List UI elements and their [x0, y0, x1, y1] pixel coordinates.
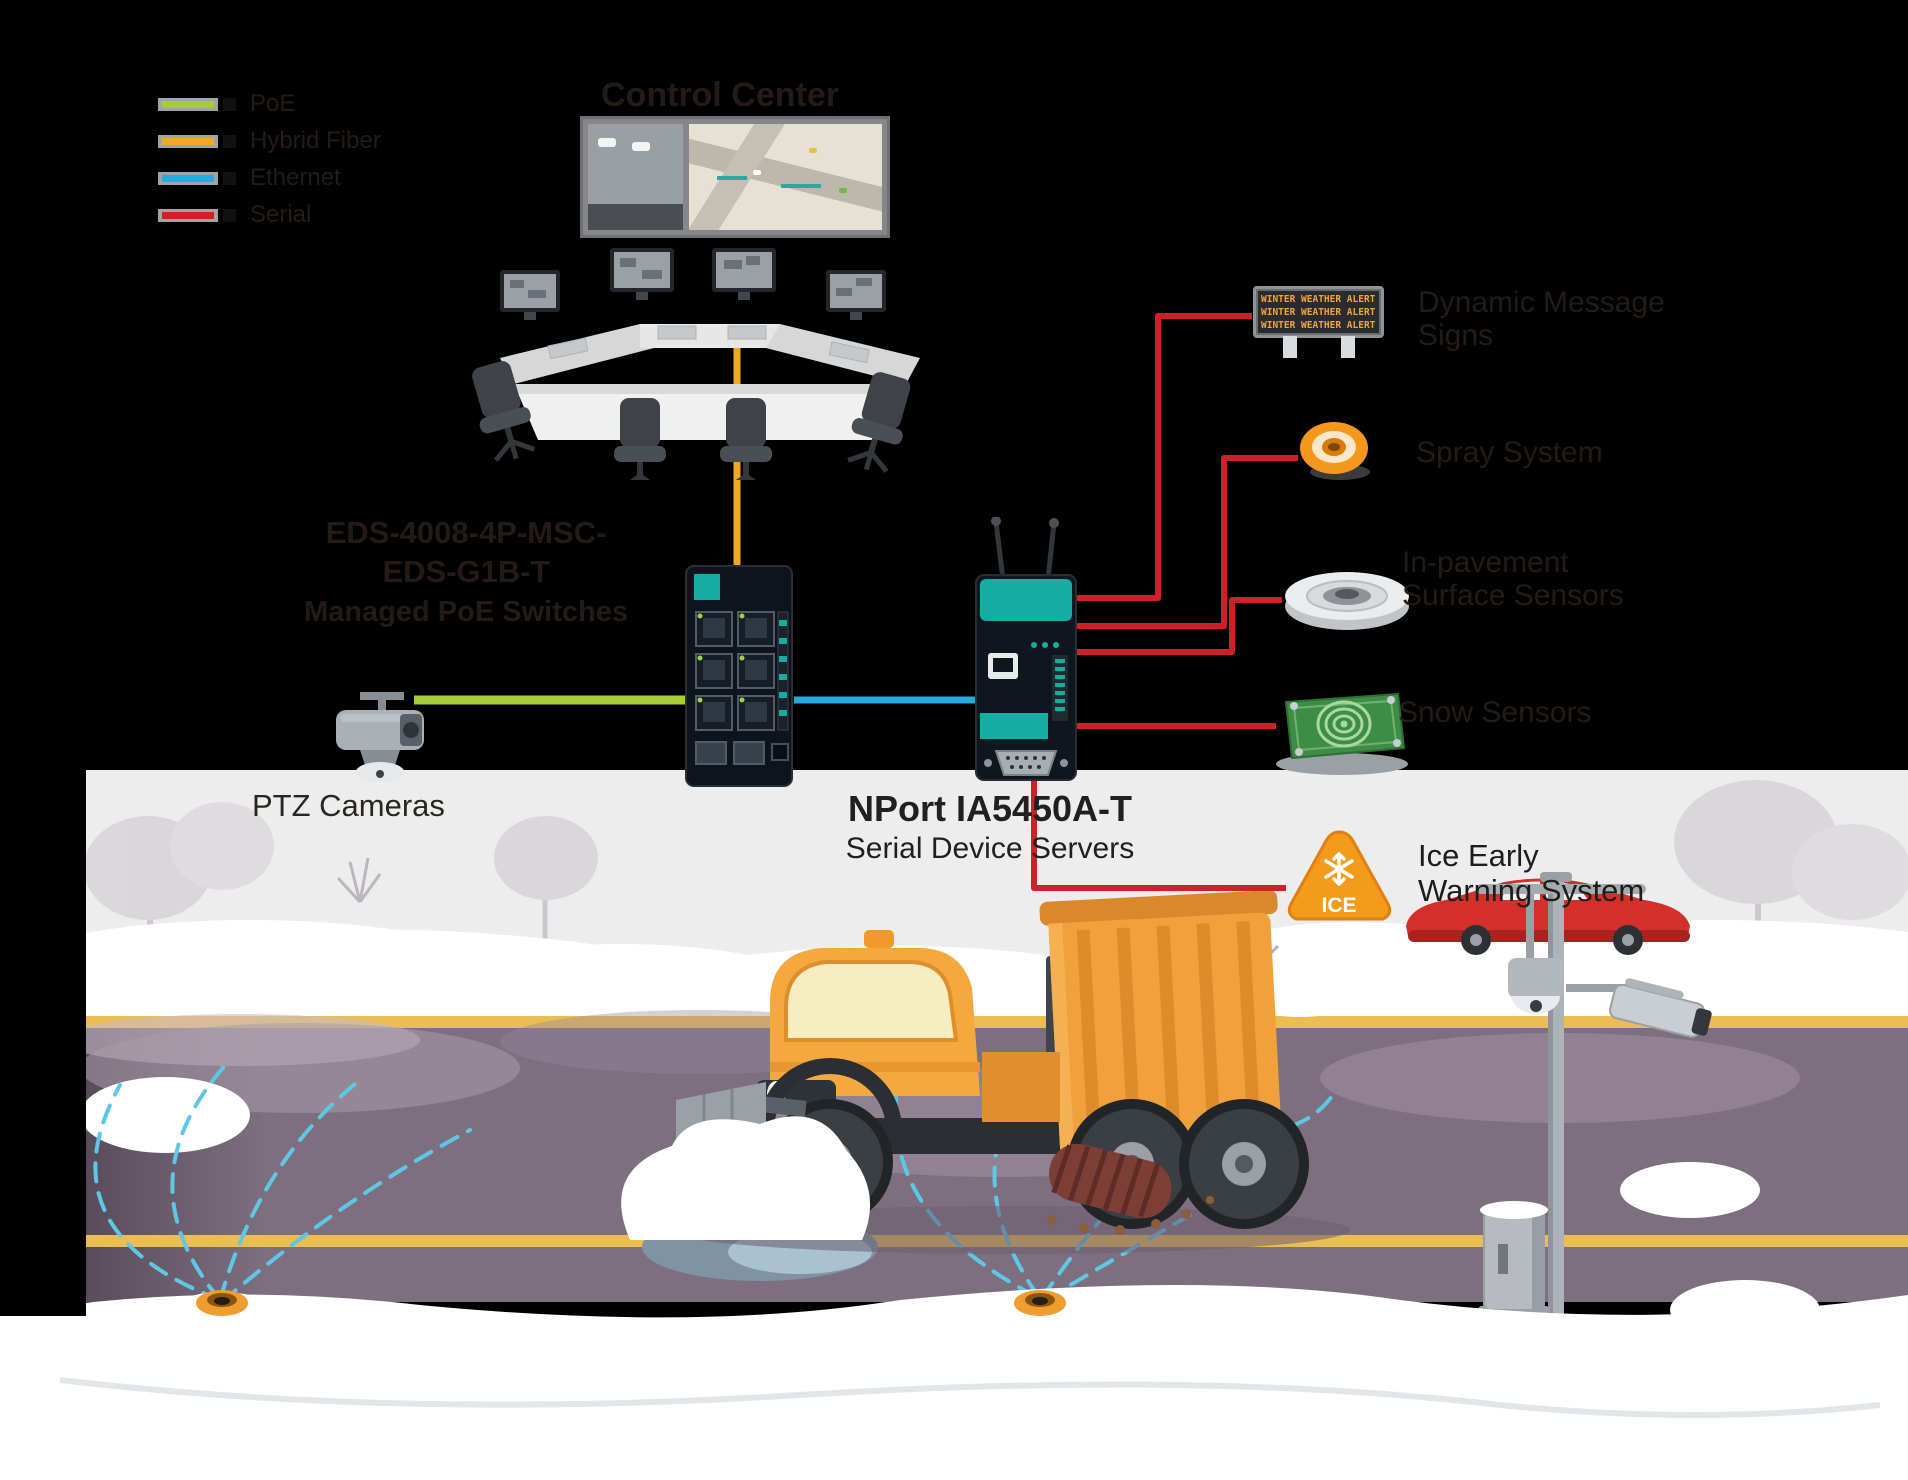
link-serial-spray [1068, 455, 1298, 629]
cctv-dome-camera [1508, 894, 1564, 1014]
legend-row-hybrid-fiber: Hybrid Fiber [158, 127, 381, 154]
spray-system-label: Spray System [1416, 436, 1603, 469]
legend-label: Serial [250, 201, 312, 228]
map-vehicle [753, 170, 761, 175]
switch-model-line1: EDS-4008-4P-MSC- [325, 515, 607, 550]
link-serial-ice [1031, 756, 1286, 891]
fiber-line-swatch [162, 137, 214, 145]
message-sign-screen: WINTER WEATHER ALERT WINTER WEATHER ALER… [1256, 289, 1381, 335]
rotating-brush [1049, 1143, 1172, 1219]
legend-row-serial: Serial [158, 201, 311, 228]
legend-tick [223, 134, 236, 148]
control-center-title: Control Center [601, 76, 839, 114]
sign-text-row: WINTER WEATHER ALERT [1261, 306, 1376, 318]
switch-model-line2: EDS-G1B-T [382, 554, 550, 589]
winter-scene [0, 760, 1908, 1480]
serial-line-swatch [162, 211, 214, 219]
ethernet-line-swatch [162, 174, 214, 182]
legend-row-ethernet: Ethernet [158, 164, 341, 191]
poe-line-swatch [162, 100, 214, 108]
sprinkler-right [994, 1290, 1086, 1324]
serial-port-icon [984, 750, 1068, 776]
sprinkler-left [176, 1290, 268, 1324]
video-wall [580, 116, 890, 238]
ice-warning-label-line2: Warning System [1418, 873, 1645, 908]
map-accent [781, 184, 821, 188]
map-vehicle [839, 188, 847, 193]
screw-icon [1290, 696, 1401, 756]
switch-ports [695, 611, 775, 731]
moxa-badge [694, 574, 720, 600]
truck-windshield [784, 960, 959, 1042]
sign-text-row: WINTER WEATHER ALERT [1261, 319, 1376, 331]
legend-tick [223, 171, 236, 185]
car-icon [632, 142, 650, 151]
video-wall-screen-cars [588, 124, 683, 230]
console-monitors [500, 248, 886, 320]
ice-badge: ICE [1321, 894, 1356, 917]
control-console [472, 248, 920, 480]
link-serial-pavement [1068, 597, 1282, 655]
link-serial-sign [1060, 313, 1252, 601]
message-sign-device: WINTER WEATHER ALERT WINTER WEATHER ALER… [1253, 286, 1384, 358]
legend-label: PoE [250, 90, 296, 117]
brush-debris [1047, 1196, 1214, 1235]
sign-leg [1341, 336, 1355, 358]
switch-description: Managed PoE Switches [304, 596, 628, 628]
pavement-sensor-label-line2: Surface Sensors [1402, 579, 1624, 612]
sign-text-row: WINTER WEATHER ALERT [1261, 293, 1376, 305]
legend-tick [223, 97, 236, 111]
pavement-sensor-icon [1285, 572, 1409, 630]
snowflake-icon [1324, 852, 1354, 886]
nport-model: NPort IA5450A-T [847, 788, 1133, 829]
road [60, 1010, 1908, 1302]
message-sign-label-line2: Signs [1418, 319, 1494, 352]
snow-ground [0, 1285, 1908, 1480]
legend-line-backing [158, 171, 218, 185]
cctv-box-camera [1566, 978, 1712, 1038]
nport-description: Serial Device Servers [845, 832, 1135, 865]
status-leds [779, 620, 787, 716]
plowed-snow-pile [621, 1116, 871, 1240]
ice-warning-label-line1: Ice Early [1418, 838, 1539, 873]
legend-tick [223, 208, 236, 222]
console-keyboards [547, 325, 870, 364]
console-silhouette [588, 204, 683, 230]
snow-sensor-icon [1276, 692, 1408, 775]
map-accent [717, 176, 747, 180]
legend-label: Ethernet [250, 164, 341, 191]
nport-device [975, 517, 1077, 781]
camera-lens [403, 722, 419, 738]
legend-line-backing [158, 134, 218, 148]
legend-line-backing [158, 208, 218, 222]
ptz-camera-label: PTZ Cameras [252, 788, 445, 823]
ice-warning-sign: ICE [1287, 830, 1392, 921]
road-line-top [86, 1016, 1908, 1028]
snowplow-truck [621, 890, 1309, 1240]
legend-label: Hybrid Fiber [250, 127, 381, 154]
snow-sensor-label: Snow Sensors [1398, 696, 1592, 729]
spray-system-icon [1300, 422, 1370, 480]
ptz-camera-icon [336, 692, 424, 782]
link-serial-group [1031, 313, 1298, 891]
antenna-icon [991, 517, 1059, 576]
legend-line-backing [158, 97, 218, 111]
car-icon [598, 138, 616, 147]
sign-leg [1283, 336, 1297, 358]
poe-switch-device [685, 565, 793, 787]
legend-row-poe: PoE [158, 90, 295, 117]
pavement-sensor-label-line1: In-pavement [1402, 546, 1569, 579]
tree-silhouettes [84, 780, 1908, 1002]
truck-beacon [864, 930, 894, 948]
message-sign-label-line1: Dynamic Message [1418, 286, 1665, 319]
map-vehicle [809, 148, 817, 153]
video-wall-screen-map [689, 124, 882, 230]
office-chairs [472, 361, 911, 480]
